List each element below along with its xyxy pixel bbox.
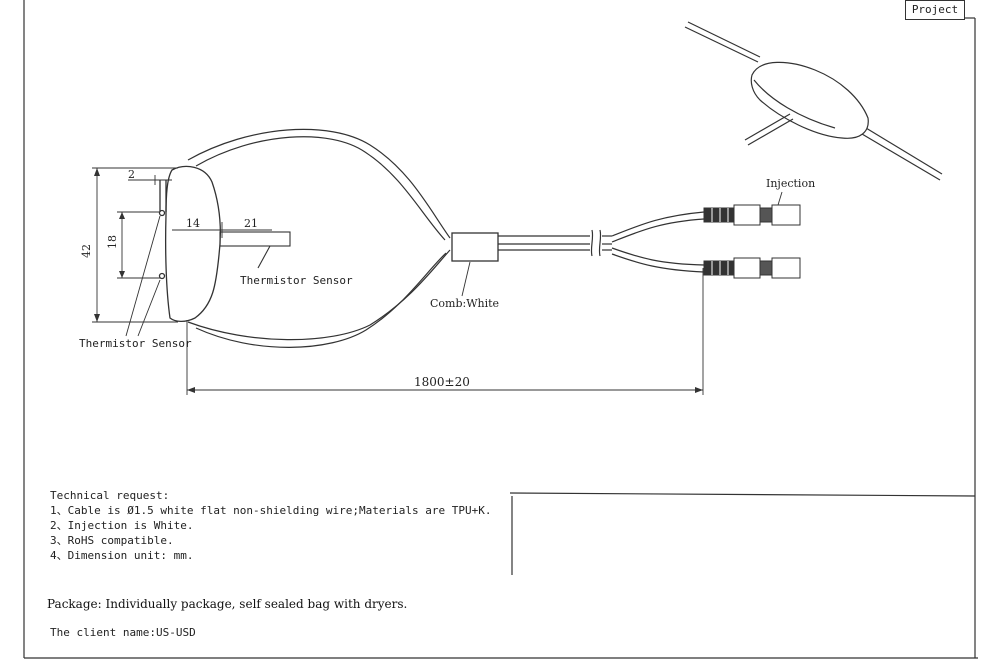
sensor-body bbox=[158, 165, 221, 323]
dim-length-label: 1800±20 bbox=[414, 375, 470, 389]
thermistor-sensor-label-top: Thermistor Sensor bbox=[240, 274, 353, 287]
project-box: Project bbox=[905, 0, 965, 20]
dimension-lines bbox=[92, 167, 704, 395]
notes-title: Technical request: bbox=[50, 489, 170, 502]
technical-notes: Technical request: 1、Cable is Ø1.5 white… bbox=[50, 488, 491, 563]
dim-18-label: 18 bbox=[106, 235, 119, 249]
thermistor-probe bbox=[219, 231, 291, 269]
dim-42-label: 42 bbox=[80, 244, 93, 258]
client-name: The client name:US-USD bbox=[50, 626, 196, 639]
sheet-frame bbox=[23, 0, 978, 659]
note-item: 2、Injection is White. bbox=[50, 519, 194, 532]
connector-top bbox=[703, 204, 801, 226]
note-item: 1、Cable is Ø1.5 white flat non-shielding… bbox=[50, 504, 492, 517]
dim-21-label: 21 bbox=[244, 217, 258, 230]
note-item: 4、Dimension unit: mm. bbox=[50, 549, 194, 562]
comb-label: Comb:White bbox=[430, 297, 499, 310]
package-text: Package: Individually package, self seal… bbox=[47, 597, 408, 611]
isometric-sketch bbox=[684, 21, 943, 181]
injection-label: Injection bbox=[766, 177, 815, 190]
note-item: 3、RoHS compatible. bbox=[50, 534, 174, 547]
connector-bottom bbox=[703, 257, 801, 279]
dim-2-label: 2 bbox=[128, 168, 135, 181]
comb-block bbox=[451, 232, 499, 262]
cable bbox=[187, 128, 705, 348]
dimension-arrows bbox=[94, 168, 703, 393]
thermistor-sensor-label-bottom: Thermistor Sensor bbox=[79, 337, 192, 350]
dim-14-label: 14 bbox=[186, 217, 200, 230]
leader-lines bbox=[125, 191, 783, 337]
